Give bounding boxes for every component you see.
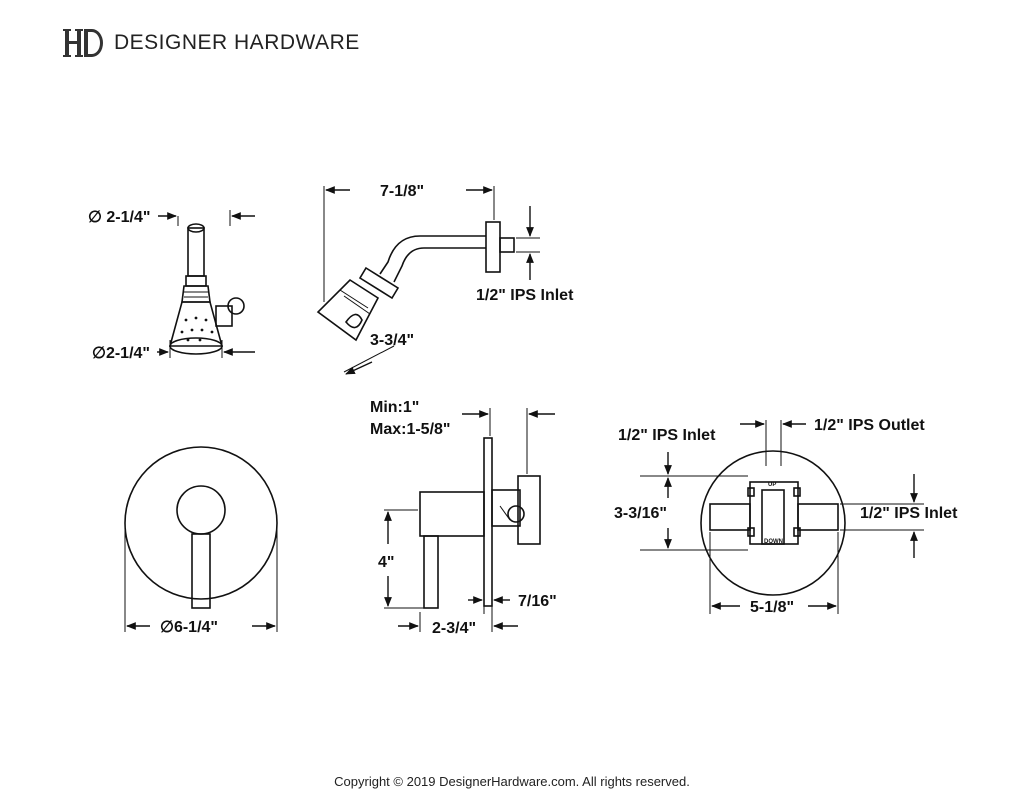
label-back-width: 5-1/8" bbox=[750, 599, 794, 616]
dim-handle-height: 4" bbox=[378, 509, 424, 609]
label-showerhead-top-diameter: ∅ 2-1/4" bbox=[88, 209, 150, 226]
label-valve-depth: 7/16" bbox=[518, 593, 557, 610]
dim-plate-diameter: ∅6-1/4" bbox=[124, 524, 278, 636]
shower-arm-side-view bbox=[316, 221, 515, 342]
label-handle-projection: 2-3/4" bbox=[432, 620, 476, 637]
label-arm-drop: 3-3/4" bbox=[370, 332, 414, 349]
label-plate-diameter: ∅6-1/4" bbox=[160, 619, 218, 636]
dim-back-width: 5-1/8" bbox=[709, 532, 839, 616]
label-valve-up: UP bbox=[768, 482, 776, 488]
dim-arm-drop: 3-3/4" bbox=[343, 332, 414, 375]
label-arm-length: 7-1/8" bbox=[380, 183, 424, 200]
label-valve-max: Max:1-5/8" bbox=[370, 421, 451, 438]
brand-name: DESIGNER HARDWARE bbox=[114, 31, 360, 54]
label-arm-inlet: 1/2" IPS Inlet bbox=[476, 287, 574, 304]
shower-nozzle-dots bbox=[180, 316, 214, 342]
dim-handle-projection: 2-3/4" bbox=[398, 612, 518, 637]
label-valve-min: Min:1" bbox=[370, 399, 419, 416]
dh-monogram-icon bbox=[63, 29, 103, 57]
copyright-footer: Copyright © 2019 DesignerHardware.com. A… bbox=[334, 774, 690, 789]
label-back-inlet-right: 1/2" IPS Inlet bbox=[860, 505, 958, 522]
dim-back-height: 3-3/16" bbox=[614, 452, 748, 551]
label-valve-down: DOWN bbox=[764, 539, 783, 545]
dim-showerhead-bottom: ∅2-1/4" bbox=[92, 340, 255, 362]
label-handle-height: 4" bbox=[378, 554, 394, 571]
label-showerhead-bottom-diameter: ∅2-1/4" bbox=[92, 345, 150, 362]
showerhead-front-view bbox=[168, 223, 245, 355]
dim-back-inlet-right: 1/2" IPS Inlet bbox=[840, 474, 958, 558]
valve-side-view bbox=[419, 437, 541, 609]
trim-plate-front-view bbox=[124, 446, 278, 609]
label-back-height: 3-3/16" bbox=[614, 505, 667, 522]
dim-valve-depth: 7/16" bbox=[468, 593, 557, 614]
dim-back-inlet-top: 1/2" IPS Inlet bbox=[618, 420, 767, 466]
valve-back-view: UP DOWN bbox=[700, 450, 846, 596]
brand-logo: DESIGNER HARDWARE bbox=[62, 26, 360, 60]
dim-back-outlet: 1/2" IPS Outlet bbox=[780, 417, 925, 466]
label-back-outlet: 1/2" IPS Outlet bbox=[814, 417, 925, 434]
dim-valve-min-max: Min:1" Max:1-5/8" bbox=[370, 399, 555, 474]
label-back-inlet-top: 1/2" IPS Inlet bbox=[618, 427, 716, 444]
dim-arm-inlet: 1/2" IPS Inlet bbox=[476, 206, 574, 304]
dim-arm-length: 7-1/8" bbox=[323, 183, 495, 302]
dim-showerhead-top: ∅ 2-1/4" bbox=[88, 209, 255, 226]
